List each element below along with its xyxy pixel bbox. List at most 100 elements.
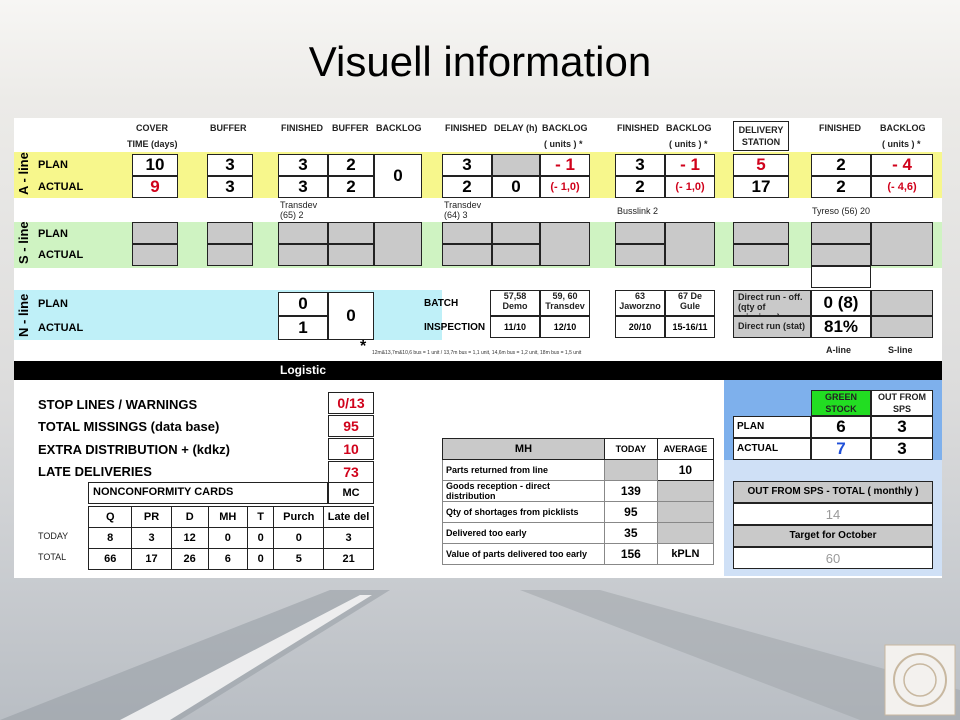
warning-label-stop-lines: STOP LINES / WARNINGS	[38, 397, 198, 412]
logistic-title: Logistic	[280, 363, 327, 377]
s-actual-finished-4	[811, 244, 871, 266]
sps-plan-label-box: PLAN	[733, 416, 811, 438]
header-buffer: BUFFER	[210, 123, 247, 133]
a-plan-buffer-2: 2	[328, 154, 374, 176]
a-actual-finished-1: 3	[278, 176, 328, 198]
a-plan-delivery: 5	[733, 154, 789, 176]
s-plan-cover	[132, 222, 178, 244]
header-backlog-1: BACKLOG	[376, 123, 422, 133]
table-row: 66 17 26 6 0 5 21	[87, 548, 374, 570]
mh-table: MH TODAY AVERAGE Parts returned from lin…	[442, 438, 715, 565]
nonconformity-title: NONCONFORMITY CARDS	[93, 486, 234, 498]
nonconformity-title-box: NONCONFORMITY CARDS	[88, 482, 328, 504]
s-backlog-4	[871, 222, 933, 266]
blank-cell	[811, 266, 871, 288]
inspection-2: 12/10	[540, 316, 590, 338]
batch-1: 57,58 Demo	[490, 290, 540, 316]
header-finished-4: FINISHED	[819, 123, 862, 133]
warning-label-late-deliveries: LATE DELIVERIES	[38, 464, 152, 479]
mh-header-row: MH TODAY AVERAGE	[442, 438, 715, 460]
note-busslink: Busslink 2	[617, 206, 659, 216]
a-actual-cover: 9	[132, 176, 178, 198]
a-plan-backlog-4: - 4	[871, 154, 933, 176]
nonconformity-table: Q PR D MH T Purch Late del 8 3 12 0 0 0 …	[87, 506, 374, 570]
a-backlog-1: 0	[374, 154, 422, 198]
batch-4: 67 De Gule	[665, 290, 715, 316]
a-actual-backlog-3: (- 1,0)	[665, 176, 715, 198]
a-line-label: A - line	[16, 152, 31, 195]
mh-today-header: TODAY	[603, 438, 658, 460]
s-plan-finished-1	[278, 222, 328, 244]
a-plan-finished-1: 3	[278, 154, 328, 176]
a-plan-finished-3: 3	[615, 154, 665, 176]
footnote-star: *	[360, 338, 367, 355]
n-actual-finished: 1	[278, 316, 328, 340]
s-backlog-2	[540, 222, 590, 266]
table-row: Delivered too early 35	[442, 522, 715, 544]
sps-plan-out: 3	[871, 416, 933, 438]
direct-run-stat-value: 81%	[811, 316, 871, 338]
slide-title: Visuell information	[308, 38, 652, 85]
a-plan-buffer: 3	[207, 154, 253, 176]
row-label-today: TODAY	[38, 531, 69, 541]
row-label-total: TOTAL	[38, 552, 67, 562]
header-buffer-2: BUFFER	[332, 123, 369, 133]
s-actual-finished-2	[442, 244, 492, 266]
s-plan-finished-3	[615, 222, 665, 244]
col-d: D	[170, 506, 209, 528]
delivery-station-header: DELIVERY STATION	[733, 121, 789, 151]
sps-actual-label-box: ACTUAL	[733, 438, 811, 460]
note-transdev-643: Transdev (64) 3	[444, 200, 482, 220]
s-plan-finished-4	[811, 222, 871, 244]
a-actual-finished-3: 2	[615, 176, 665, 198]
header-finished-1: FINISHED	[281, 123, 324, 133]
header-units-4: ( units ) *	[882, 139, 921, 149]
table-row: Parts returned from line 10	[442, 459, 715, 481]
s-actual-finished-3	[615, 244, 665, 266]
col-mh: MH	[207, 506, 248, 528]
sps-actual-out: 3	[871, 438, 933, 460]
col-a-line: A-line	[826, 345, 852, 355]
sps-target-title-box: Target for October	[733, 525, 933, 547]
note-tyreso: Tyreso (56) 20	[812, 206, 871, 216]
warning-value-stop-lines: 0/13	[328, 392, 374, 414]
a-plan-finished-2: 3	[442, 154, 492, 176]
footnote-text: 12m&13,7m&10,6 bus = 1 unit / 13,7m bus …	[372, 350, 582, 356]
a-plan-backlog-2: - 1	[540, 154, 590, 176]
n-plan-label: PLAN	[38, 298, 68, 310]
a-actual-backlog-2: (- 1,0)	[540, 176, 590, 198]
inspection-3: 20/10	[615, 316, 665, 338]
a-actual-delivery: 17	[733, 176, 789, 198]
green-stock-header: GREEN STOCK	[811, 390, 871, 416]
table-row: 8 3 12 0 0 0 3	[87, 527, 374, 549]
n-line-label: N - line	[16, 293, 31, 337]
visual-board: A - line S - line N - line COVER TIME (d…	[14, 118, 942, 578]
direct-run-off-s	[871, 290, 933, 316]
s-actual-buffer	[207, 244, 253, 266]
s-backlog-3	[665, 222, 715, 266]
header-backlog-2: BACKLOG	[542, 123, 588, 133]
s-backlog-1	[374, 222, 422, 266]
header-backlog-3: BACKLOG	[666, 123, 712, 133]
header-time-days: TIME (days)	[127, 139, 178, 149]
nonconformity-header-row: Q PR D MH T Purch Late del	[87, 506, 374, 528]
table-row: Value of parts delivered too early 156 k…	[442, 543, 715, 565]
batch-label: BATCH	[424, 298, 459, 309]
a-actual-delay: 0	[492, 176, 540, 198]
a-actual-buffer-2: 2	[328, 176, 374, 198]
company-logo-icon	[893, 653, 947, 707]
header-units-2: ( units ) *	[544, 139, 583, 149]
s-actual-label: ACTUAL	[38, 249, 84, 261]
col-late-del: Late del	[323, 506, 374, 528]
a-plan-cover: 10	[132, 154, 178, 176]
s-plan-finished-2	[442, 222, 492, 244]
out-from-sps-header: OUT FROM SPS	[871, 390, 933, 416]
header-backlog-4: BACKLOG	[880, 123, 926, 133]
direct-run-off-value: 0 (8)	[811, 290, 871, 316]
direct-run-stat-s	[871, 316, 933, 338]
a-plan-finished-4: 2	[811, 154, 871, 176]
a-actual-buffer: 3	[207, 176, 253, 198]
s-plan-buffer-2	[328, 222, 374, 244]
col-t: T	[246, 506, 275, 528]
s-plan-delay	[492, 222, 540, 244]
